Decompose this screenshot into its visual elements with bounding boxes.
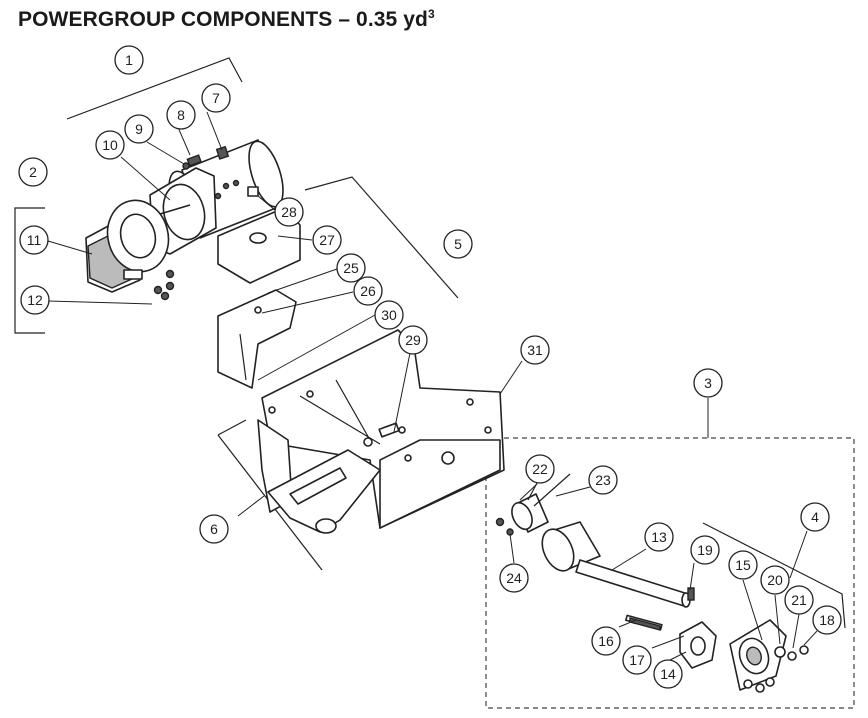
guard: [217, 207, 301, 284]
callout-14: 14: [653, 659, 683, 689]
svg-text:27: 27: [319, 232, 335, 248]
svg-text:25: 25: [343, 260, 359, 276]
callout-7: 7: [201, 83, 231, 113]
callout-21: 21: [784, 585, 814, 615]
callout-6: 6: [199, 514, 229, 544]
callout-17: 17: [622, 645, 652, 675]
callout-27: 27: [312, 225, 342, 255]
callout-28: 28: [274, 197, 304, 227]
svg-text:16: 16: [598, 633, 614, 649]
svg-text:28: 28: [281, 204, 297, 220]
svg-text:9: 9: [135, 121, 143, 137]
small-bolts: [182, 154, 202, 170]
svg-text:19: 19: [697, 542, 713, 558]
gearbox: [85, 199, 175, 301]
svg-text:24: 24: [506, 570, 522, 586]
callout-18: 18: [812, 605, 842, 635]
subassembly-3-box: [485, 437, 855, 709]
svg-text:15: 15: [735, 557, 751, 573]
callout-5: 5: [443, 229, 473, 259]
callout-19: 19: [690, 535, 720, 565]
svg-text:13: 13: [651, 529, 667, 545]
svg-text:3: 3: [704, 375, 712, 391]
callout-25: 25: [336, 253, 366, 283]
callout-31: 31: [520, 335, 550, 365]
callout-20: 20: [760, 565, 790, 595]
svg-text:10: 10: [102, 137, 118, 153]
svg-text:18: 18: [819, 612, 835, 628]
callout-1: 1: [114, 45, 144, 75]
callout-2: 2: [18, 157, 48, 187]
svg-text:17: 17: [629, 652, 645, 668]
svg-text:11: 11: [27, 232, 42, 248]
title-text: POWERGROUP COMPONENTS – 0.35 yd: [18, 8, 428, 31]
callout-3: 3: [693, 368, 723, 398]
callout-22: 22: [525, 454, 555, 484]
svg-text:7: 7: [212, 90, 220, 106]
svg-text:2: 2: [29, 164, 37, 180]
group-brackets: [14, 57, 855, 709]
svg-text:30: 30: [381, 307, 397, 323]
callout-16: 16: [591, 626, 621, 656]
svg-text:5: 5: [454, 236, 462, 252]
svg-text:1: 1: [125, 52, 133, 68]
callout-15: 15: [728, 550, 758, 580]
callout-10: 10: [95, 130, 125, 160]
svg-text:4: 4: [811, 509, 819, 525]
svg-text:21: 21: [791, 592, 807, 608]
svg-text:29: 29: [405, 332, 421, 348]
callout-26: 26: [353, 276, 383, 306]
lower-frame: [267, 449, 381, 534]
svg-text:12: 12: [27, 292, 43, 308]
svg-text:14: 14: [660, 666, 676, 682]
diagram-title: POWERGROUP COMPONENTS – 0.35 yd3: [18, 8, 435, 32]
callout-9: 9: [124, 114, 154, 144]
svg-text:23: 23: [595, 472, 611, 488]
svg-text:31: 31: [527, 342, 543, 358]
callout-13: 13: [644, 522, 674, 552]
bearing-assembly: [729, 619, 809, 693]
callout-12: 12: [20, 285, 50, 315]
svg-text:26: 26: [360, 283, 376, 299]
callout-23: 23: [588, 465, 618, 495]
callout-29: 29: [398, 325, 428, 355]
svg-text:6: 6: [210, 521, 218, 537]
callout-4: 4: [800, 502, 830, 532]
callout-8: 8: [166, 100, 196, 130]
callout-24: 24: [499, 563, 529, 593]
svg-text:8: 8: [177, 107, 185, 123]
drive-shaft-assembly: [495, 461, 717, 669]
svg-text:20: 20: [767, 572, 783, 588]
callout-11: 11: [19, 225, 49, 255]
callout-30: 30: [374, 300, 404, 330]
leader-lines: [47, 111, 818, 661]
title-superscript: 3: [427, 7, 435, 21]
motor-bracket: [217, 289, 297, 389]
svg-text:22: 22: [532, 461, 548, 477]
